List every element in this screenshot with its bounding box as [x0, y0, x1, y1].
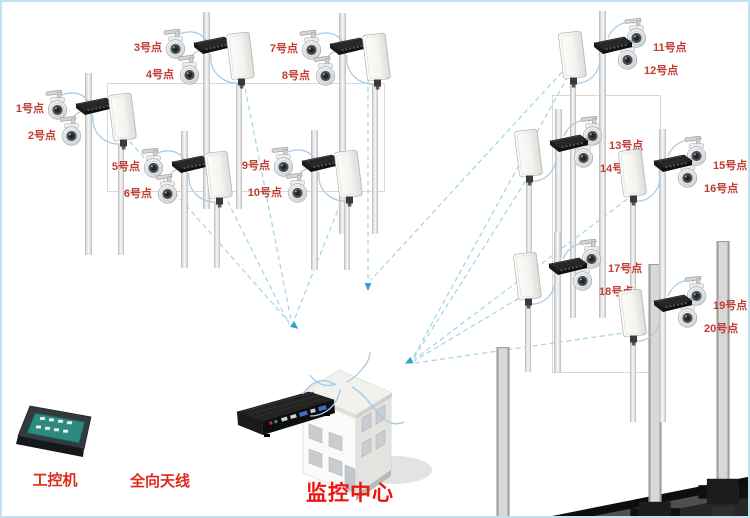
poe-switch-icon: [548, 133, 590, 153]
point-label: 11号点: [653, 42, 687, 54]
camera-cables: [283, 149, 348, 202]
antenna-mast-pole: [599, 11, 606, 318]
panel-antenna-pole: [344, 202, 350, 270]
wireless-link-point-17-18-to-center-antenna-right: [413, 293, 527, 362]
point-label: 20号点: [704, 323, 739, 335]
poe-switch-icon: [547, 256, 589, 276]
dome-camera-icon: [176, 54, 202, 88]
wireless-ap-panel-icon: [513, 251, 543, 309]
antenna-mast-pole: [339, 13, 346, 234]
zone-rect-points-1-10: [107, 83, 385, 192]
point-label: 9号点: [241, 160, 270, 172]
wireless-link-point-11-12-to-center-antenna-middle: [370, 71, 563, 281]
camera-group-5-6: 5号点 6号点: [110, 131, 245, 268]
point-label: 6号点: [123, 188, 152, 200]
camera-group-1-2: 1号点 2号点: [14, 73, 149, 255]
link-arrow-center-antenna-right: [404, 356, 414, 364]
point-label: 2号点: [27, 130, 56, 142]
wireless-ap-panel-icon: [514, 128, 544, 186]
camera-group-7-8: 7号点 8号点: [268, 13, 403, 234]
omni-antenna-label: 全向天线: [129, 473, 190, 490]
panel-antenna-pole: [118, 145, 124, 255]
monitoring-center-label: 监控中心: [306, 482, 394, 505]
camera-group-9-10: 9号点 10号点: [240, 130, 375, 270]
link-arrow-center-antenna-middle: [364, 283, 372, 291]
wireless-ap-panel-icon: [334, 149, 364, 207]
camera-cables: [153, 150, 218, 203]
antenna-mast-pole: [311, 130, 318, 270]
poe-switch-icon: [592, 35, 634, 55]
point-label: 15号点: [713, 160, 748, 172]
wireless-link-point-19-20-to-center-antenna-right: [414, 331, 631, 364]
camera-group-19-20: 19号点 20号点: [618, 269, 748, 422]
wireless-ap-panel-icon: [618, 288, 648, 346]
point-label: 5号点: [111, 161, 140, 173]
wireless-link-point-13-14-to-center-antenna-right: [413, 173, 531, 359]
wireless-link-point-9-10-to-center-antenna-left: [292, 186, 348, 324]
point-label: 7号点: [269, 43, 298, 55]
antenna-mast-pole: [85, 73, 92, 255]
camera-group-15-16: 15号点 16号点: [618, 129, 748, 374]
camera-group-11-12: 11号点 12号点: [558, 11, 708, 318]
point-label: 10号点: [247, 187, 282, 199]
wireless-ap-panel-icon: [558, 30, 588, 88]
poe-switch-icon: [652, 293, 694, 313]
dome-camera-icon: [154, 173, 180, 207]
dome-camera-icon: [312, 55, 338, 89]
panel-antenna-pole: [525, 304, 531, 372]
panel-antenna-pole: [236, 84, 242, 209]
camera-cables: [175, 31, 240, 84]
point-label: 13号点: [609, 140, 644, 152]
industrial-pc-label: 工控机: [32, 472, 78, 489]
antenna-mast-pole: [555, 109, 562, 258]
poe-switch-icon: [652, 153, 694, 173]
dome-camera-icon: [284, 172, 310, 206]
link-arrow-center-antenna-left: [289, 321, 299, 329]
wireless-ap-panel-icon: [204, 150, 234, 208]
wireless-link-point-1-2-to-center-antenna-left: [123, 134, 290, 323]
point-label: 19号点: [713, 300, 748, 312]
camera-group-3-4: 3号点 4号点: [132, 12, 267, 209]
point-label: 3号点: [133, 42, 162, 54]
wireless-ap-panel-icon: [618, 148, 648, 206]
antenna-mast-pole: [554, 232, 561, 372]
panel-antenna-pole: [570, 83, 576, 318]
wireless-link-point-11-12-to-center-antenna-right: [413, 75, 569, 357]
point-label: 12号点: [644, 65, 679, 77]
wireless-ap-panel-icon: [226, 31, 256, 89]
wireless-link-point-5-6-to-center-antenna-left: [219, 185, 290, 325]
wireless-ap-panel-icon: [362, 32, 392, 90]
panel-antenna-pole: [214, 203, 220, 268]
point-label: 1号点: [15, 103, 44, 115]
antenna-mast-pole: [181, 131, 188, 268]
antenna-mast-pole: [203, 12, 210, 209]
point-label: 16号点: [704, 183, 739, 195]
dome-camera-icon: [58, 115, 84, 149]
panel-antenna-pole: [526, 181, 532, 258]
point-label: 8号点: [281, 70, 310, 82]
panel-antenna-pole: [372, 85, 378, 234]
camera-cables: [311, 32, 376, 85]
point-label: 4号点: [145, 69, 174, 81]
